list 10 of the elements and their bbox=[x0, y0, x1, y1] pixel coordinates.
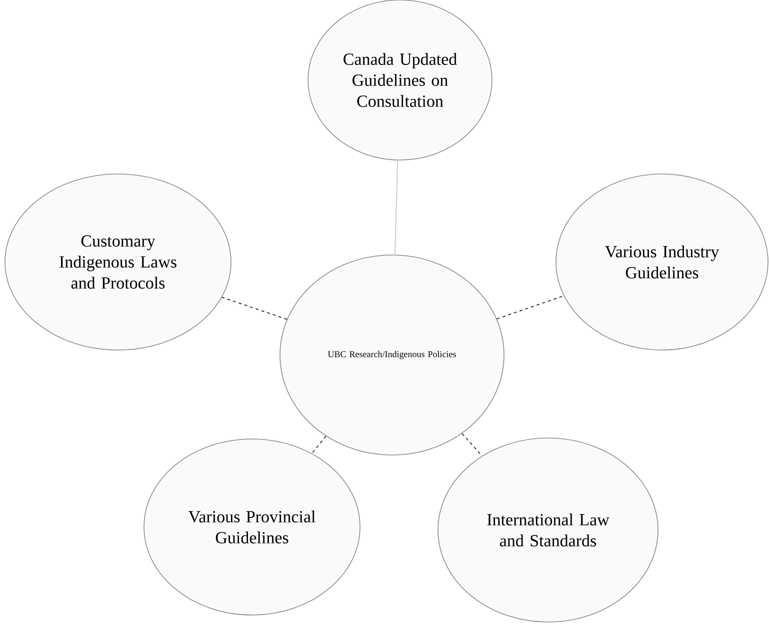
ellipse-node: Various Industry Guidelines bbox=[556, 174, 768, 350]
ellipse-node: Customary Indigenous Laws and Protocols bbox=[4, 174, 232, 350]
connector-line bbox=[312, 436, 326, 454]
connector-line bbox=[394, 160, 398, 256]
ellipse-node: International Law and Standards bbox=[438, 438, 658, 622]
connector-line bbox=[496, 295, 564, 320]
ellipse-node: Various Provincial Guidelines bbox=[144, 438, 360, 616]
connector-line bbox=[462, 433, 482, 456]
connector-line bbox=[222, 296, 288, 320]
ellipse-node: UBC Research/Indigenous Policies bbox=[280, 254, 504, 456]
